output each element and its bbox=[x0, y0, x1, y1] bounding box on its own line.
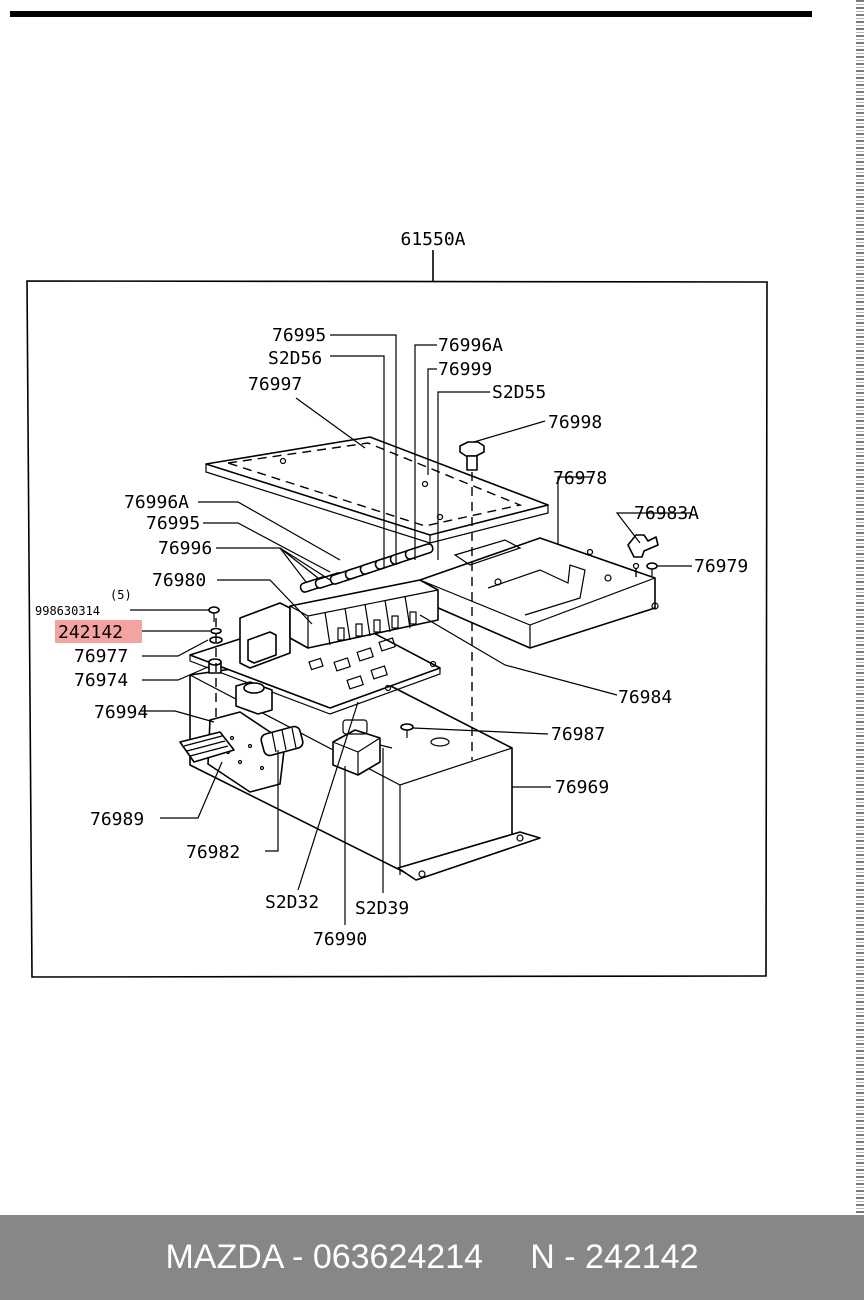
label-76995-left: 76995 bbox=[146, 513, 200, 534]
label-76996: 76996 bbox=[158, 538, 212, 559]
cover-plate-76997 bbox=[205, 436, 549, 544]
part-number: 242142 bbox=[585, 1238, 699, 1276]
part-prefix: N bbox=[530, 1238, 555, 1276]
label-76989: 76989 bbox=[90, 809, 144, 830]
label-76984: 76984 bbox=[618, 687, 672, 708]
label-76996A-left: 76996A bbox=[124, 492, 189, 513]
label-76995-top: 76995 bbox=[272, 325, 326, 346]
clip-76983A bbox=[627, 534, 659, 558]
label-S2D32: S2D32 bbox=[265, 892, 319, 913]
fuse-set bbox=[299, 543, 434, 593]
label-76983A: 76983A bbox=[634, 503, 699, 524]
caption-separator: - bbox=[554, 1238, 586, 1276]
label-76999: 76999 bbox=[438, 359, 492, 380]
part-caption-bar: MAZDA - 063624214 N - 242142 bbox=[0, 1215, 864, 1300]
screw-76979 bbox=[646, 562, 658, 576]
scan-edge-strip bbox=[856, 0, 864, 1215]
label-242142-highlighted: 242142 bbox=[58, 622, 123, 643]
quantity-note: (5) bbox=[110, 588, 132, 602]
screw-76987 bbox=[400, 723, 414, 738]
label-76980: 76980 bbox=[152, 570, 206, 591]
caption-gap bbox=[483, 1238, 530, 1276]
label-76974: 76974 bbox=[74, 670, 128, 691]
bolt-76998 bbox=[459, 441, 485, 471]
exploded-parts-diagram: 61550A bbox=[26, 229, 768, 978]
label-76987: 76987 bbox=[551, 724, 605, 745]
label-76998: 76998 bbox=[548, 412, 602, 433]
label-76982: 76982 bbox=[186, 842, 240, 863]
fuse-block-76980 bbox=[239, 579, 439, 669]
wire-harness-76989 bbox=[179, 731, 235, 763]
label-76978: 76978 bbox=[553, 468, 607, 489]
label-76979: 76979 bbox=[694, 556, 748, 577]
washer-242142 bbox=[210, 627, 222, 635]
assembly-label: 61550A bbox=[400, 229, 465, 250]
spacer-76974 bbox=[208, 658, 222, 674]
caption-separator: - bbox=[282, 1238, 313, 1276]
insulator-76994 bbox=[207, 711, 286, 793]
label-76994: 76994 bbox=[94, 702, 148, 723]
leader-lines bbox=[130, 334, 692, 925]
assembly-frame bbox=[26, 280, 768, 978]
top-rule bbox=[10, 11, 812, 17]
label-998630314: 998630314 bbox=[35, 604, 100, 618]
label-S2D55: S2D55 bbox=[492, 382, 546, 403]
mounting-plug bbox=[235, 681, 273, 715]
label-76990: 76990 bbox=[313, 929, 367, 950]
bracket-plate-76978 bbox=[419, 537, 659, 649]
label-76969: 76969 bbox=[555, 777, 609, 798]
label-S2D56: S2D56 bbox=[268, 348, 322, 369]
oem-number: 063624214 bbox=[312, 1238, 484, 1276]
label-76996A-top: 76996A bbox=[438, 335, 503, 356]
brand-name: MAZDA bbox=[165, 1238, 283, 1276]
screw-998630314 bbox=[208, 606, 220, 622]
clip-mount-hole bbox=[632, 562, 640, 570]
connector-76982 bbox=[260, 725, 304, 757]
label-S2D39: S2D39 bbox=[355, 898, 409, 919]
relay-76990 bbox=[332, 719, 393, 776]
label-76977: 76977 bbox=[74, 646, 128, 667]
label-76997: 76997 bbox=[248, 374, 302, 395]
highlighted-part-box bbox=[55, 620, 142, 643]
